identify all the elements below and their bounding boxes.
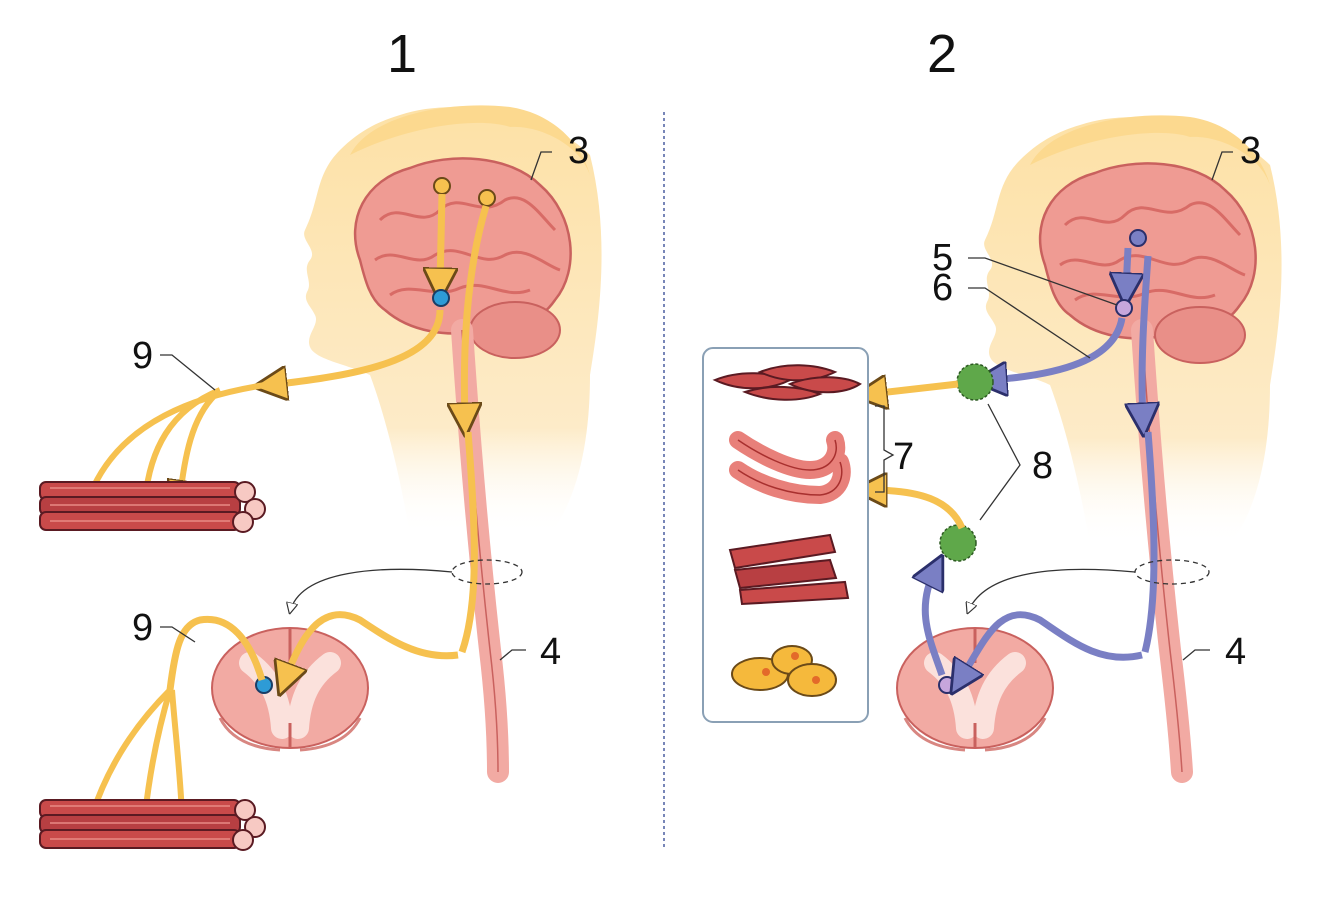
postganglionic-fiber-upper [870,384,959,394]
panel-2-number: 2 [927,24,957,84]
cross-section-pointer-2 [968,568,1136,612]
label-7-effectors: 7 [893,436,914,478]
cross-section-pointer [290,568,453,612]
nerve-branches-lower [89,687,182,815]
label-5-preganglionic-neuron: 5 [932,237,953,279]
muscle-bundle-icon-lower [39,799,266,851]
preganglionic-fiber [990,317,1126,380]
spinal-preganglionic-neuron [938,676,956,694]
label-4-spinal-cord: 4 [540,631,561,673]
pathway-descending [464,205,490,420]
pathway-to-brainstem-neuron [1126,247,1128,290]
spinal-cord-section-icon [212,628,368,750]
panel-1: 1 3 4 9 9 [39,24,602,851]
spinal-preganglionic-fiber [925,570,946,677]
cranial-nerve-pathway [270,309,444,385]
smooth-muscle-cells-icon [712,364,862,401]
descending-into-cord [285,611,459,680]
spinal-cord-section-icon-2 [897,628,1053,750]
gland-icon [729,431,851,505]
label-6-preganglionic-fiber: 6 [932,267,953,309]
label-9-upper: 9 [132,335,153,377]
muscle-bundle-icon [39,481,266,533]
preganglionic-neuron [1115,299,1133,317]
label-3-brain-2: 3 [1240,130,1261,172]
label-4-spinal-cord-2: 4 [1225,631,1246,673]
descending-into-cord-2 [960,611,1143,680]
label-8-ganglia: 8 [1032,445,1053,487]
upper-motor-neuron-b [478,189,496,207]
cross-section-marker [451,559,523,585]
pathway-descending-autonomic [1142,255,1148,420]
ganglion-lower [939,524,977,562]
ganglion-upper [956,363,994,401]
label-3-brain: 3 [568,130,589,172]
panel-2: 2 [702,24,1282,783]
adipose-cells-icon [731,645,837,697]
postganglionic-fiber-lower [870,490,966,530]
cardiac-muscle-icon [728,533,850,606]
pathway-brain-to-motor-neuron [440,193,442,285]
label-9-lower: 9 [132,607,153,649]
panel-1-number: 1 [387,24,417,84]
autonomic-center-neuron [1129,229,1147,247]
lower-motor-neuron-cranial [432,289,450,307]
upper-motor-neuron-a [433,177,451,195]
